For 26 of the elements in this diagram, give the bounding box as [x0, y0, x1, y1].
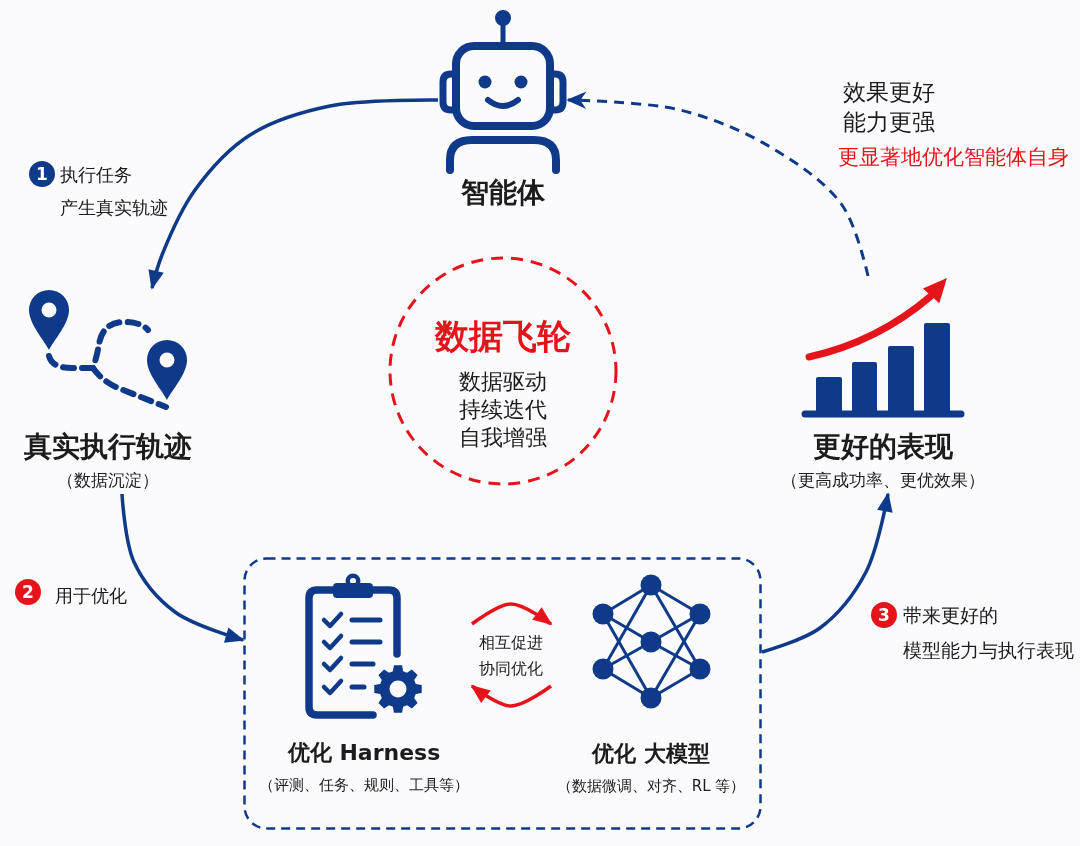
- step-text: 带来更好的模型能力与执行表现: [903, 604, 1075, 663]
- node-subtitle: （数据沉淀）: [57, 469, 159, 492]
- dashed-curved-arrow: [566, 91, 870, 277]
- node-subtitle: （评测、任务、规则、工具等）: [259, 775, 469, 796]
- highlight-text: 更显著地优化智能体自身: [838, 144, 1069, 171]
- annotation-text: 相互促进协同优化: [478, 632, 544, 680]
- callout-number: 1: [29, 161, 55, 187]
- step-text: 用于优化: [55, 584, 127, 608]
- flywheel-title: 数据飞轮: [435, 316, 571, 356]
- annotation-text: 效果更好能力更强: [843, 78, 936, 137]
- node-subtitle: （更高成功率、更优效果）: [780, 469, 985, 492]
- node-title: 智能体: [461, 176, 545, 210]
- curved-arrow: [761, 492, 893, 654]
- curved-arrow: [470, 684, 553, 708]
- node-title: 更好的表现: [812, 430, 953, 464]
- callout-number: 2: [15, 579, 41, 605]
- node-title: 真实执行轨迹: [24, 430, 192, 464]
- node-title: 优化 Harness: [287, 739, 441, 767]
- step-text: 执行任务产生真实轨迹: [60, 163, 169, 220]
- curved-arrow: [470, 602, 553, 626]
- node-title: 优化 大模型: [592, 740, 710, 768]
- curved-arrow: [148, 98, 438, 290]
- flywheel-text: 数据驱动持续迭代自我增强: [458, 368, 548, 452]
- curved-arrow: [120, 493, 245, 643]
- node-subtitle: （数据微调、对齐、RL 等）: [556, 776, 746, 797]
- callout-number: 3: [871, 602, 897, 628]
